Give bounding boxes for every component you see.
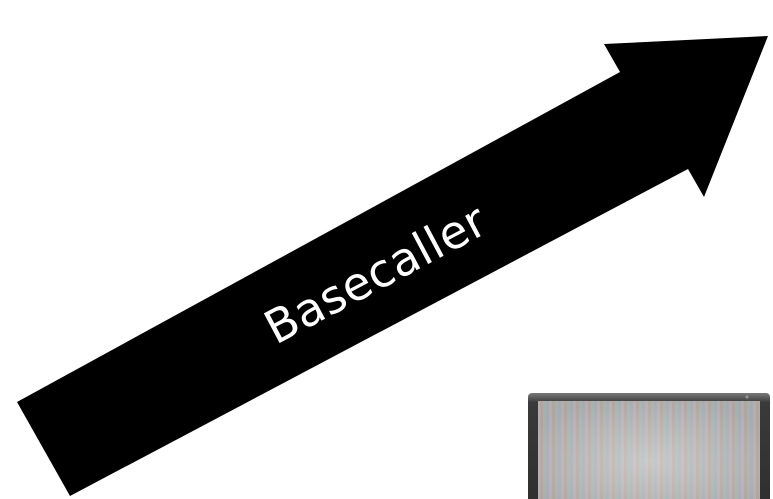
monitor-power-led bbox=[745, 395, 749, 399]
monitor-icon bbox=[528, 393, 770, 499]
monitor-screen-glow bbox=[538, 401, 760, 499]
arrow-shape bbox=[17, 36, 768, 496]
